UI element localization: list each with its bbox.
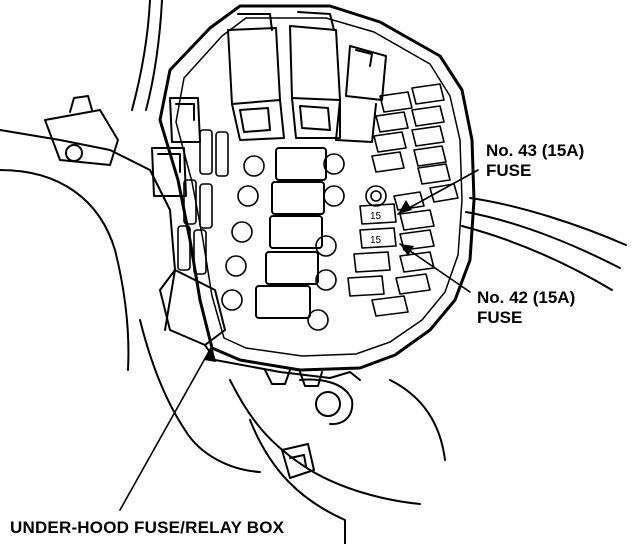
mount-bracket: [299, 378, 354, 426]
body-panel: [69, 95, 93, 113]
callout-fuse-42: No. 42 (15A) FUSE: [477, 288, 575, 329]
mount-bracket: [299, 371, 323, 387]
mount-bracket: [204, 344, 361, 381]
body-panel: [0, 129, 176, 331]
callout-fuse-relay-box: UNDER-HOOD FUSE/RELAY BOX: [10, 518, 284, 538]
callout-fuse-42-type: FUSE: [477, 308, 523, 328]
mount-bolt: [65, 144, 83, 162]
arrowhead-box: [204, 346, 216, 362]
fuse-socket-round: [221, 153, 387, 331]
body-panel: [139, 319, 261, 473]
relay-left: [169, 97, 201, 143]
body-panel: [229, 379, 421, 505]
harness-cable: [461, 225, 613, 291]
relay-large: [227, 13, 285, 141]
mount-bracket: [159, 269, 226, 346]
callout-fuse-42-number: No. 42 (15A): [477, 288, 576, 307]
callout-fuse-43-type: FUSE: [486, 161, 532, 181]
mini-fuse-column: [177, 129, 229, 275]
callout-fuse-43-number: No. 43 (15A): [486, 141, 585, 160]
leader-line-box: [119, 345, 213, 511]
connector-clip: [281, 443, 315, 479]
harness-cable: [469, 197, 627, 246]
harness-cable: [145, 0, 163, 111]
fuse-box-housing: [158, 4, 476, 372]
relay-left: [151, 147, 187, 197]
body-panel: [0, 169, 130, 371]
connector-clip: [289, 454, 307, 467]
callout-fuse-relay-box-label: UNDER-HOOD FUSE/RELAY BOX: [10, 518, 285, 537]
maxi-fuse-stack: [255, 147, 327, 319]
mount-bolt: [315, 391, 341, 417]
fuse-42-mark: 15: [370, 235, 382, 246]
harness-cable: [131, 0, 151, 111]
arrowhead-43: [398, 200, 412, 214]
arrowhead-42: [400, 244, 414, 256]
leader-line-43: [397, 169, 479, 215]
relay-medium: [335, 45, 387, 143]
fuse-box-inner-rim: [175, 17, 463, 357]
callout-fuse-43: No. 43 (15A) FUSE: [486, 141, 584, 182]
body-panel: [249, 419, 346, 545]
body-panel: [389, 379, 446, 461]
mount-bracket: [264, 369, 291, 385]
mini-fuse-row: [371, 83, 451, 185]
relay-large: [289, 11, 341, 139]
fuse-43-mark: 15: [370, 211, 382, 222]
harness-cable: [465, 211, 621, 269]
leader-line-42: [399, 243, 471, 293]
body-panel: [44, 109, 119, 166]
